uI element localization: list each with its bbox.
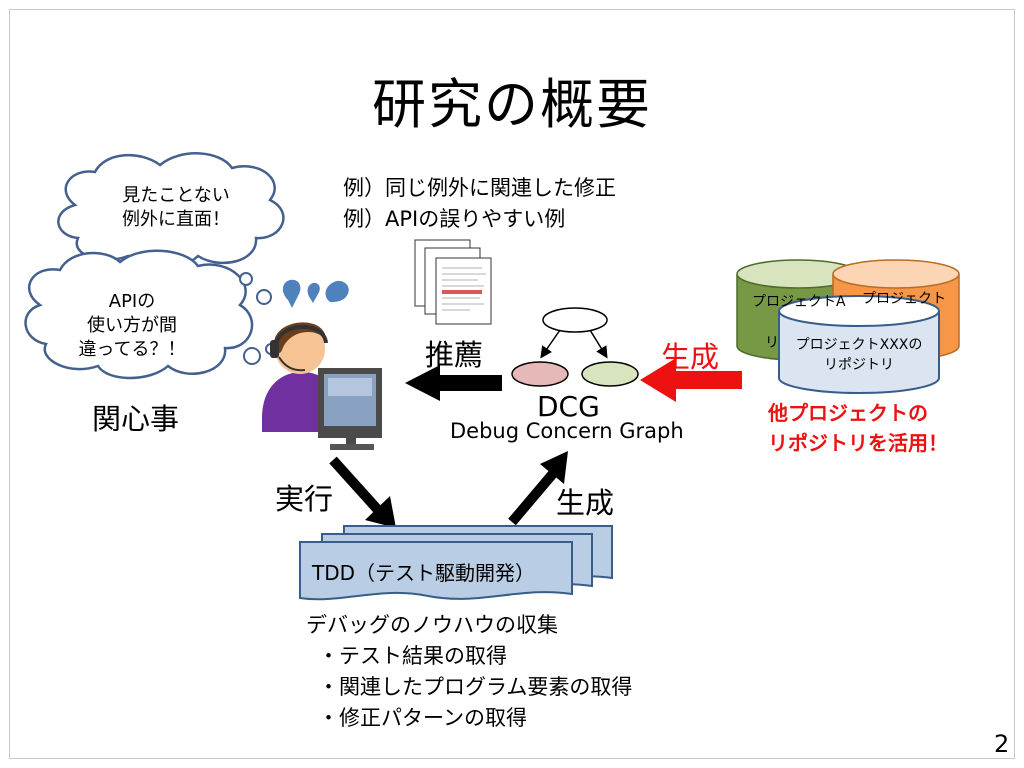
page-title: 研究の概要 [372, 73, 652, 136]
dcg-title: DCG [537, 390, 600, 423]
repository-caption-line-2: リポジトリを活用！ [768, 431, 948, 455]
cloud-2-line-2: 使い方が間 [87, 315, 177, 336]
example-2: 例）APIの誤りやすい例 [343, 207, 566, 231]
cloud-2-line-3: 違ってる？！ [78, 339, 186, 360]
database-front-icon [778, 295, 940, 394]
repository-caption: 他プロジェクトの リポジトリを活用！ [768, 398, 948, 458]
cloud-1-line-1: 見たことない [122, 185, 230, 206]
note-item-2: ・関連したプログラム要素の取得 [318, 675, 633, 699]
generate-red-label: 生成 [661, 340, 720, 374]
examples: 例）同じ例外に関連した修正 例）APIの誤りやすい例 [343, 173, 616, 235]
note-item-3: ・修正パターンの取得 [318, 706, 527, 730]
slide-frame [9, 9, 1015, 759]
droplet-icons [282, 279, 349, 308]
recommend-label: 推薦 [425, 338, 484, 372]
document-stack-icon [414, 239, 492, 325]
tdd-label: TDD（テスト駆動開発） [312, 561, 536, 585]
cloud-1-text: 見たことない 例外に直面！ [96, 184, 256, 232]
dcg-subtitle: Debug Concern Graph [450, 419, 684, 443]
note-item-1: ・テスト結果の取得 [318, 644, 507, 668]
person-at-computer-icon [262, 322, 382, 450]
execute-arrow [329, 456, 396, 528]
recommend-arrow [405, 365, 502, 401]
execute-label: 実行 [275, 482, 334, 516]
db-front-line-1: プロジェクトXXXの [795, 337, 923, 353]
thought-cloud-2 [24, 249, 254, 380]
page-number: 2 [994, 730, 1010, 758]
example-1: 例）同じ例外に関連した修正 [343, 176, 616, 200]
repository-caption-line-1: 他プロジェクトの [768, 401, 928, 425]
generate-arrow [508, 451, 568, 526]
generate-label: 生成 [556, 486, 615, 520]
db-front-line-2: リポジトリ [824, 357, 894, 373]
dcg-graph-icon [511, 307, 639, 387]
db-back-right-label: プロジェクト [862, 291, 946, 307]
cloud-2-line-1: APIの [108, 291, 156, 312]
concern-label: 関心事 [92, 402, 180, 436]
cloud-2-text: APIの 使い方が間 違ってる？！ [54, 290, 210, 362]
cloud-1-line-2: 例外に直面！ [122, 209, 230, 230]
notes-heading: デバッグのノウハウの収集 [306, 613, 558, 637]
db-front-label: プロジェクトXXXの リポジトリ [779, 335, 939, 375]
generate-red-arrow [640, 358, 742, 402]
notes-list: デバッグのノウハウの収集 ・テスト結果の取得 ・関連したプログラム要素の取得 ・… [306, 610, 632, 734]
db-back-left-label: プロジェクトA [752, 294, 846, 310]
db-back-left-line2: リ [765, 335, 779, 351]
tdd-documents-icon [299, 525, 613, 601]
